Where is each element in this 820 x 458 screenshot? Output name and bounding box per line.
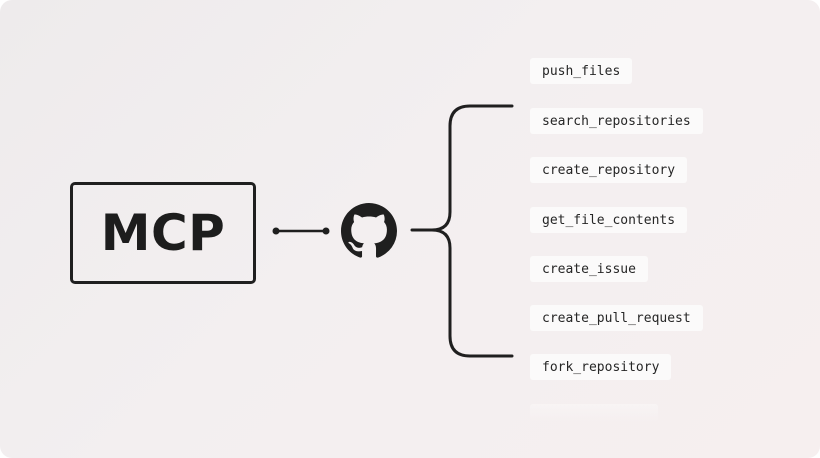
mcp-label: MCP (100, 204, 226, 262)
mcp-box: MCP (70, 182, 256, 284)
tool-chip: push_files (530, 58, 633, 84)
tool-chip: create_issue (530, 256, 648, 282)
connector-start-dot (272, 227, 280, 235)
tool-chip: get_file_contents (530, 207, 688, 233)
tool-chip: create_pull_request (530, 305, 703, 331)
github-icon (341, 203, 397, 258)
tool-chip: create_repository (530, 157, 688, 183)
connector-end-dot (322, 227, 330, 235)
faded-tool-chip (530, 404, 658, 422)
tool-chip: search_repositories (530, 108, 703, 134)
tool-chip: fork_repository (530, 354, 672, 380)
